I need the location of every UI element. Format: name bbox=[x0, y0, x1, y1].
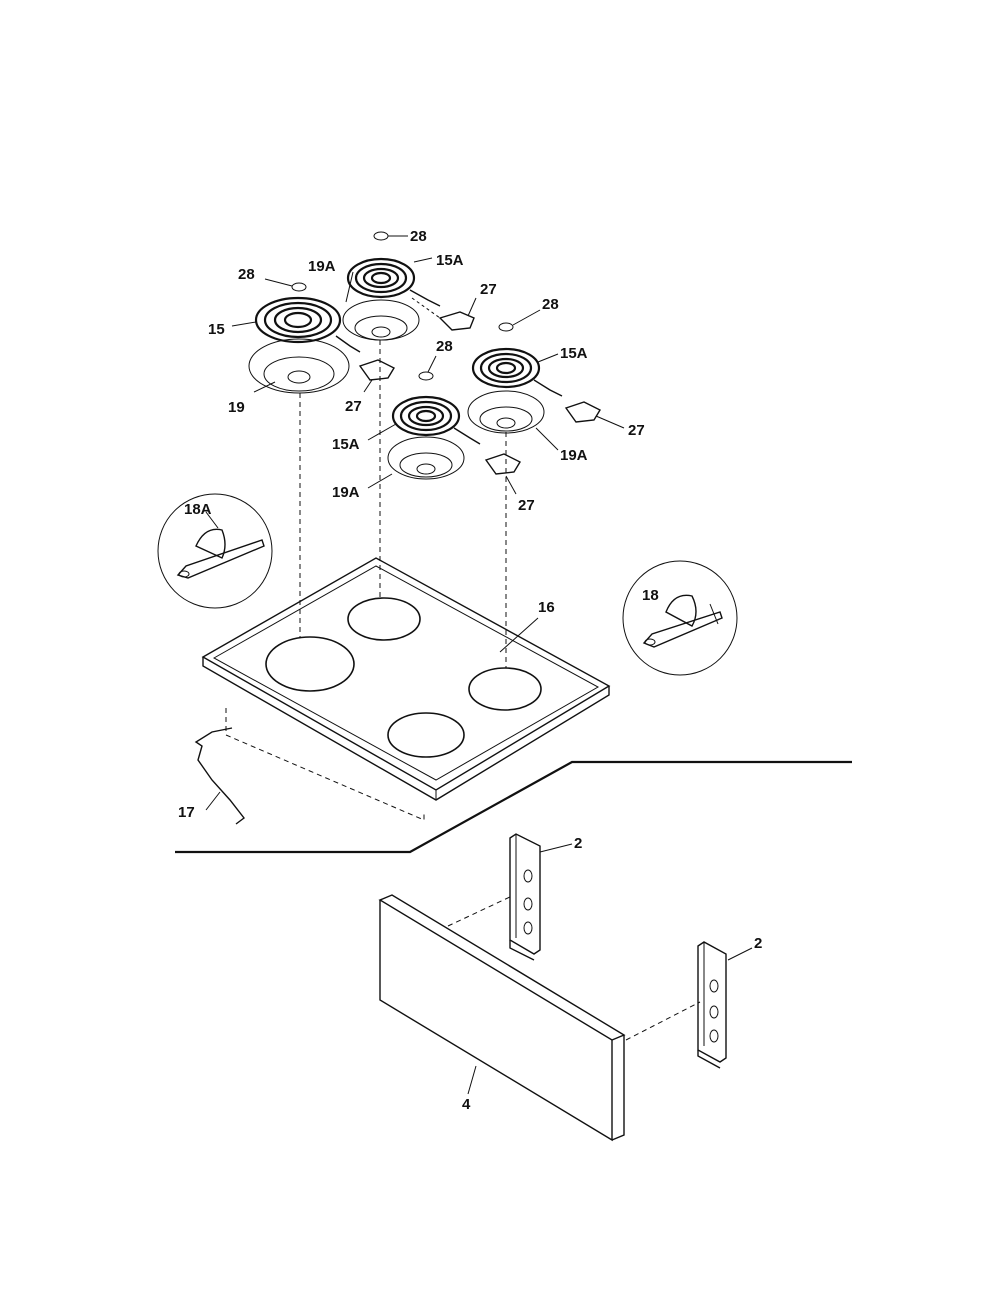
receptacle-middle bbox=[484, 453, 521, 475]
label-15: 15 bbox=[208, 321, 225, 338]
surface-element-top bbox=[346, 257, 441, 307]
label-15A-middle: 15A bbox=[332, 436, 360, 453]
trim-cap-right bbox=[498, 322, 514, 332]
label-27-left: 27 bbox=[345, 398, 362, 415]
control-panel-4 bbox=[378, 894, 626, 1142]
surface-element-middle bbox=[391, 395, 481, 445]
label-19A-middle: 19A bbox=[332, 484, 360, 501]
section-separator bbox=[175, 760, 852, 854]
label-27-bottom: 27 bbox=[518, 497, 535, 514]
label-28-middle: 28 bbox=[436, 338, 453, 355]
bracket-2-left bbox=[509, 833, 573, 961]
burner-assembly-right bbox=[467, 309, 625, 451]
drip-bowl-left bbox=[248, 338, 350, 394]
label-28-right: 28 bbox=[542, 296, 559, 313]
detail-circle-18A bbox=[157, 493, 273, 609]
label-27-top: 27 bbox=[480, 281, 497, 298]
trim-cap-top bbox=[373, 231, 389, 241]
label-2-right: 2 bbox=[754, 935, 762, 952]
trim-cap-middle bbox=[418, 371, 434, 381]
label-28-left: 28 bbox=[238, 266, 255, 283]
detail-circle-18 bbox=[622, 560, 738, 676]
label-4: 4 bbox=[462, 1096, 471, 1113]
surface-element-right bbox=[471, 347, 563, 397]
part-labels: 28 15A 19A 27 28 15 19 27 28 15A 28 15A … bbox=[178, 228, 762, 1113]
label-16: 16 bbox=[538, 599, 555, 616]
surface-element-left bbox=[254, 296, 361, 353]
support-rod-17 bbox=[194, 727, 245, 825]
bracket-2-right bbox=[697, 941, 753, 1069]
drip-bowl-right bbox=[467, 390, 545, 434]
label-2-left: 2 bbox=[574, 835, 582, 852]
label-19A-right: 19A bbox=[560, 447, 588, 464]
label-27-right: 27 bbox=[628, 422, 645, 439]
receptacle-right bbox=[564, 401, 601, 423]
label-15A-right: 15A bbox=[560, 345, 588, 362]
label-15A-top: 15A bbox=[436, 252, 464, 269]
label-19A-top: 19A bbox=[308, 258, 336, 275]
drip-bowl-middle bbox=[387, 436, 465, 480]
label-18: 18 bbox=[642, 587, 659, 604]
receptacle-left bbox=[358, 359, 395, 381]
label-18A: 18A bbox=[184, 501, 212, 518]
drip-bowl-top bbox=[342, 299, 420, 341]
burner-assembly-middle bbox=[367, 355, 521, 495]
burner-assembly-top bbox=[342, 231, 477, 341]
label-28-top: 28 bbox=[410, 228, 427, 245]
label-17: 17 bbox=[178, 804, 195, 821]
main-top-16 bbox=[201, 557, 611, 821]
burner-assembly-left bbox=[231, 278, 395, 394]
label-19: 19 bbox=[228, 399, 245, 416]
trim-cap-left bbox=[291, 282, 307, 292]
receptacle-top bbox=[411, 297, 475, 331]
